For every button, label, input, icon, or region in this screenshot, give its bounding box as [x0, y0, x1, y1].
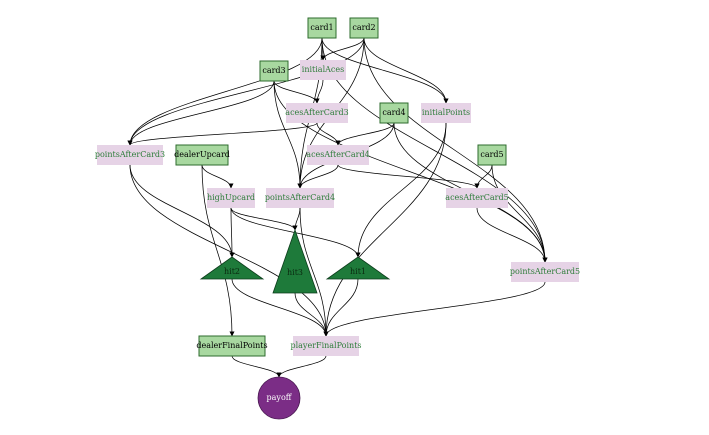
- node-card2-shape: [349, 17, 379, 39]
- node-pointsAfterCard3-shape: [97, 145, 163, 165]
- node-hit1-shape: [325, 256, 391, 280]
- node-acesAfterCard3[interactable]: acesAfterCard3: [285, 103, 349, 123]
- node-highUpcard-shape: [207, 188, 255, 208]
- node-pointsAfterCard4[interactable]: pointsAfterCard4: [265, 188, 335, 208]
- edge-pointsAfterCard3-to-playerFinalPoints: [129, 164, 329, 337]
- edge-card3-to-pointsAfterCard4: [273, 80, 303, 189]
- edge-card2-to-pointsAfterCard3: [127, 37, 365, 146]
- node-pointsAfterCard5[interactable]: pointsAfterCard5: [510, 262, 580, 282]
- node-card2[interactable]: card2: [349, 17, 379, 39]
- node-dealerFinalPoints-label: dealerFinalPoints: [196, 341, 267, 350]
- node-playerFinalPoints-label: playerFinalPoints: [290, 341, 361, 350]
- edge-hit2-to-playerFinalPoints: [231, 278, 329, 337]
- node-hit3-label: hit3: [287, 268, 303, 277]
- edge-hit1-to-playerFinalPoints: [323, 278, 359, 337]
- node-card3-label: card3: [262, 66, 285, 75]
- node-pointsAfterCard5-shape: [511, 262, 579, 282]
- node-hit1-label: hit1: [350, 267, 366, 276]
- edge-acesAfterCard3-to-acesAfterCard4: [316, 122, 341, 146]
- node-pointsAfterCard3-label: pointsAfterCard3: [95, 150, 165, 159]
- node-playerFinalPoints[interactable]: playerFinalPoints: [290, 336, 362, 356]
- node-hit2-label: hit2: [224, 267, 240, 276]
- node-card5[interactable]: card5: [477, 144, 507, 166]
- edge-initialPoints-to-hit1: [355, 122, 447, 258]
- edges-layer: [127, 37, 548, 378]
- nodes-layer: card1 card2 card3 card4 card5 dealerUpcard dea…: [95, 17, 580, 420]
- node-acesAfterCard3-shape: [286, 103, 348, 123]
- node-dealerFinalPoints-shape: [198, 335, 266, 357]
- node-dealerUpcard-label: dealerUpcard: [174, 150, 230, 159]
- edge-initialAces-to-acesAfterCard3: [314, 79, 324, 104]
- node-acesAfterCard3-label: acesAfterCard3: [285, 108, 348, 117]
- node-dealerUpcard-shape: [175, 144, 229, 166]
- node-payoff[interactable]: payoff: [257, 376, 301, 420]
- edge-dealerUpcard-to-highUpcard: [201, 164, 234, 189]
- node-payoff-label: payoff: [267, 393, 293, 402]
- node-playerFinalPoints-shape: [293, 336, 359, 356]
- node-card4[interactable]: card4: [379, 102, 409, 124]
- edge-card2-to-pointsAfterCard5: [363, 37, 548, 263]
- node-acesAfterCard4-shape: [307, 145, 369, 165]
- node-initialPoints-label: initialPoints: [422, 108, 470, 117]
- edge-acesAfterCard5-to-pointsAfterCard5: [476, 207, 548, 263]
- node-initialPoints[interactable]: initialPoints: [421, 103, 471, 123]
- node-card2-label: card2: [352, 23, 375, 32]
- node-pointsAfterCard4-shape: [266, 188, 334, 208]
- edge-acesAfterCard4-to-acesAfterCard5: [337, 164, 480, 189]
- node-acesAfterCard5[interactable]: acesAfterCard5: [445, 188, 509, 208]
- node-pointsAfterCard3[interactable]: pointsAfterCard3: [95, 145, 165, 165]
- node-highUpcard-label: highUpcard: [207, 193, 255, 202]
- node-pointsAfterCard4-label: pointsAfterCard4: [265, 193, 335, 202]
- node-card3[interactable]: card3: [259, 60, 289, 82]
- node-hit2-shape: [199, 256, 265, 280]
- edge-pointsAfterCard5-to-playerFinalPoints: [323, 281, 546, 337]
- edge-highUpcard-to-hit2: [229, 207, 235, 258]
- node-acesAfterCard4[interactable]: acesAfterCard4: [306, 145, 370, 165]
- node-card4-shape: [379, 102, 409, 124]
- edge-hit3-to-playerFinalPoints: [294, 292, 329, 337]
- edge-card1-to-initialPoints: [321, 37, 449, 104]
- edge-dealerUpcard-to-dealerFinalPoints: [201, 164, 235, 337]
- node-initialAces-label: initialAces: [302, 65, 344, 74]
- node-card3-shape: [259, 60, 289, 82]
- node-acesAfterCard4-label: acesAfterCard4: [306, 150, 369, 159]
- edge-card5-to-pointsAfterCard5: [491, 164, 548, 263]
- node-hit3[interactable]: hit3: [272, 228, 318, 294]
- node-hit2[interactable]: hit2: [199, 256, 265, 280]
- edge-pointsAfterCard4-to-hit3: [292, 207, 301, 231]
- node-acesAfterCard5-shape: [446, 188, 508, 208]
- node-card5-shape: [477, 144, 507, 166]
- node-initialAces[interactable]: initialAces: [300, 60, 346, 80]
- node-acesAfterCard5-label: acesAfterCard5: [445, 193, 508, 202]
- edge-card2-to-initialAces: [320, 37, 365, 61]
- node-hit3-shape: [272, 228, 318, 294]
- edge-card2-to-initialPoints: [363, 37, 449, 104]
- edge-card4-to-acesAfterCard4: [335, 122, 395, 146]
- edge-card3-to-pointsAfterCard3: [127, 80, 275, 146]
- node-highUpcard[interactable]: highUpcard: [207, 188, 255, 208]
- edge-initialPoints-to-playerFinalPoints: [323, 122, 447, 337]
- edge-acesAfterCard4-to-pointsAfterCard4: [297, 164, 339, 189]
- edge-acesAfterCard3-to-pointsAfterCard3: [127, 122, 318, 146]
- node-dealerUpcard[interactable]: dealerUpcard: [174, 144, 230, 166]
- edge-pointsAfterCard3-to-hit2: [129, 164, 235, 258]
- edge-playerFinalPoints-to-payoff: [276, 355, 327, 378]
- node-card1-shape: [307, 17, 337, 39]
- edge-card1-to-pointsAfterCard3: [127, 37, 323, 146]
- node-card1[interactable]: card1: [307, 17, 337, 39]
- edge-highUpcard-to-hit3: [230, 207, 298, 231]
- edge-card3-to-acesAfterCard3: [273, 80, 320, 104]
- node-card5-label: card5: [480, 150, 503, 159]
- edge-dealerFinalPoints-to-payoff: [231, 355, 282, 378]
- node-card4-label: card4: [382, 108, 405, 117]
- node-card1-label: card1: [310, 23, 333, 32]
- node-hit1[interactable]: hit1: [325, 256, 391, 280]
- node-initialAces-shape: [300, 60, 346, 80]
- node-initialPoints-shape: [421, 103, 471, 123]
- edge-pointsAfterCard4-to-playerFinalPoints: [299, 207, 329, 337]
- node-payoff-shape: [257, 376, 301, 420]
- node-dealerFinalPoints[interactable]: dealerFinalPoints: [196, 335, 268, 357]
- node-pointsAfterCard5-label: pointsAfterCard5: [510, 267, 580, 276]
